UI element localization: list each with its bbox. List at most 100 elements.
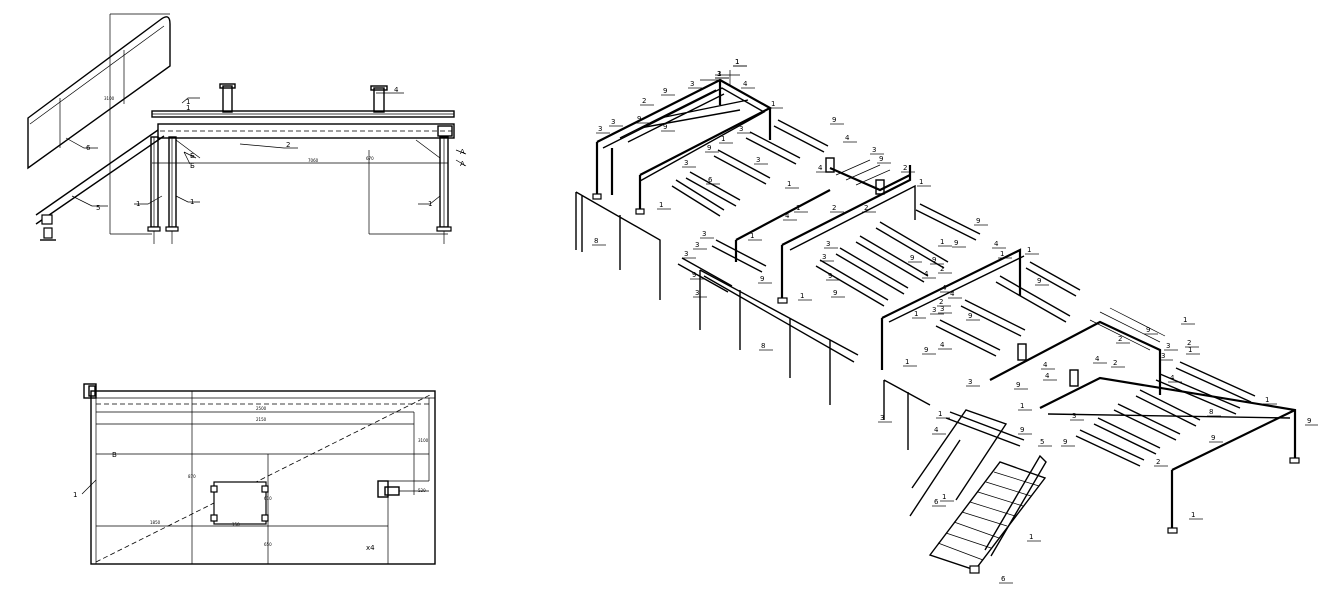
- iso-callout: 4: [743, 80, 748, 88]
- iso-callout: 9: [832, 116, 836, 124]
- beam-set: [671, 119, 1256, 467]
- iso-callout: 9: [637, 115, 641, 123]
- iso-callout: 4: [845, 134, 850, 142]
- iso-callout: 9: [1307, 417, 1311, 425]
- iso-callout: 9: [976, 217, 980, 225]
- iso-callout: 9: [1016, 381, 1020, 389]
- plan-area-label: В: [112, 451, 117, 459]
- iso-callout: 2: [642, 97, 646, 105]
- iso-callout: 8: [1209, 408, 1213, 416]
- plan-callout: 1: [73, 491, 77, 499]
- dimension-text: 870: [188, 474, 196, 479]
- iso-callout: 9: [968, 312, 972, 320]
- iso-callout: 2: [1187, 339, 1191, 347]
- side-elevation-view: [27, 13, 467, 244]
- iso-callout: 8: [594, 237, 598, 245]
- section-mark: Б: [190, 162, 195, 170]
- iso-callout: 3: [940, 305, 944, 313]
- iso-callout: 4: [1043, 361, 1048, 369]
- dimension-text: 7060: [308, 158, 319, 163]
- stair-assembly: [909, 409, 1047, 574]
- iso-callout: 1: [1027, 246, 1031, 254]
- iso-callout: 1: [750, 232, 754, 240]
- plan-view-labels: В х4 1 2500 2150 3100 870 650 1850 150 6…: [73, 406, 429, 552]
- iso-callout: 1: [905, 358, 909, 366]
- iso-callout: 3: [684, 250, 688, 258]
- iso-callout: 1: [1188, 346, 1192, 354]
- iso-callout: 2: [864, 204, 868, 212]
- frame-module-c: [880, 248, 1300, 534]
- iso-callout: 3: [880, 414, 884, 422]
- railing-assembly: [575, 191, 931, 450]
- dimension-text: 650: [264, 542, 272, 547]
- iso-callout: 9: [1037, 277, 1041, 285]
- iso-callout: 9: [707, 144, 711, 152]
- iso-callout: 1: [721, 135, 725, 143]
- dimension-text: 670: [366, 156, 374, 161]
- side-callout: 4: [394, 86, 399, 94]
- section-mark: 1: [186, 104, 190, 112]
- isometric-view: [575, 70, 1300, 574]
- iso-callout: 3: [756, 156, 760, 164]
- iso-callout: 3: [702, 230, 706, 238]
- iso-callout: 3: [739, 125, 743, 133]
- iso-callout: 3: [872, 146, 876, 154]
- iso-callout: 1: [735, 58, 739, 66]
- iso-callout: 9: [760, 275, 764, 283]
- iso-callout: 1: [735, 58, 739, 66]
- dimension-text: 3100: [104, 96, 115, 101]
- iso-callout: 2: [939, 298, 943, 306]
- iso-callout: 4: [1095, 355, 1100, 363]
- iso-callout: 1: [942, 493, 946, 501]
- section-mark: А: [460, 160, 465, 168]
- iso-callout: 9: [1146, 326, 1150, 334]
- dimension-text: 3100: [418, 438, 429, 443]
- section-mark: А: [460, 148, 465, 156]
- iso-callout: 9: [924, 346, 928, 354]
- iso-callout: 4: [940, 341, 945, 349]
- iso-callout: 9: [663, 87, 667, 95]
- iso-callout: 1: [717, 70, 721, 78]
- iso-callout: 1: [796, 204, 800, 212]
- iso-callout: 3: [611, 118, 615, 126]
- iso-callout: 9: [932, 256, 936, 264]
- iso-callout: 3: [968, 378, 972, 386]
- iso-callout: 9: [879, 155, 883, 163]
- iso-callout: 4: [1170, 374, 1175, 382]
- dimension-text: 610: [264, 496, 272, 501]
- iso-callout: 4: [818, 164, 823, 172]
- iso-callout: 8: [761, 342, 765, 350]
- iso-callout: 3: [1072, 412, 1076, 420]
- iso-callout: 6: [934, 498, 939, 506]
- iso-callout: 2: [1113, 359, 1117, 367]
- iso-callout: 3: [690, 80, 694, 88]
- iso-callout: 2: [940, 265, 944, 273]
- iso-callout: 9: [663, 123, 667, 131]
- iso-callout: 4: [942, 284, 947, 292]
- side-callout: 1: [186, 98, 190, 106]
- iso-callout: 3: [932, 306, 936, 314]
- iso-callout: 3: [822, 253, 826, 261]
- iso-callout: 3: [1166, 342, 1170, 350]
- iso-callout: 1: [1020, 402, 1024, 410]
- iso-callout: 1: [787, 180, 791, 188]
- iso-callout: 1: [800, 292, 804, 300]
- plan-quantity-label: х4: [366, 544, 375, 552]
- iso-callout: 9: [954, 239, 958, 247]
- section-mark: Б: [190, 152, 195, 160]
- iso-callout: 3: [695, 241, 699, 249]
- iso-callout: 1: [1029, 533, 1033, 541]
- iso-callout: 1: [1191, 511, 1195, 519]
- dimension-text: 2500: [256, 406, 267, 411]
- iso-callout: 9: [1211, 434, 1215, 442]
- iso-callout: 2: [1156, 458, 1160, 466]
- iso-callout: 1: [1183, 316, 1187, 324]
- iso-callout: 3: [826, 240, 830, 248]
- side-callout: 5: [96, 204, 100, 212]
- iso-callout: 2: [903, 164, 907, 172]
- iso-callout: 1: [914, 310, 918, 318]
- side-callout: 6: [86, 144, 91, 152]
- iso-callout: 3: [684, 159, 688, 167]
- dimension-text: 1850: [150, 520, 161, 525]
